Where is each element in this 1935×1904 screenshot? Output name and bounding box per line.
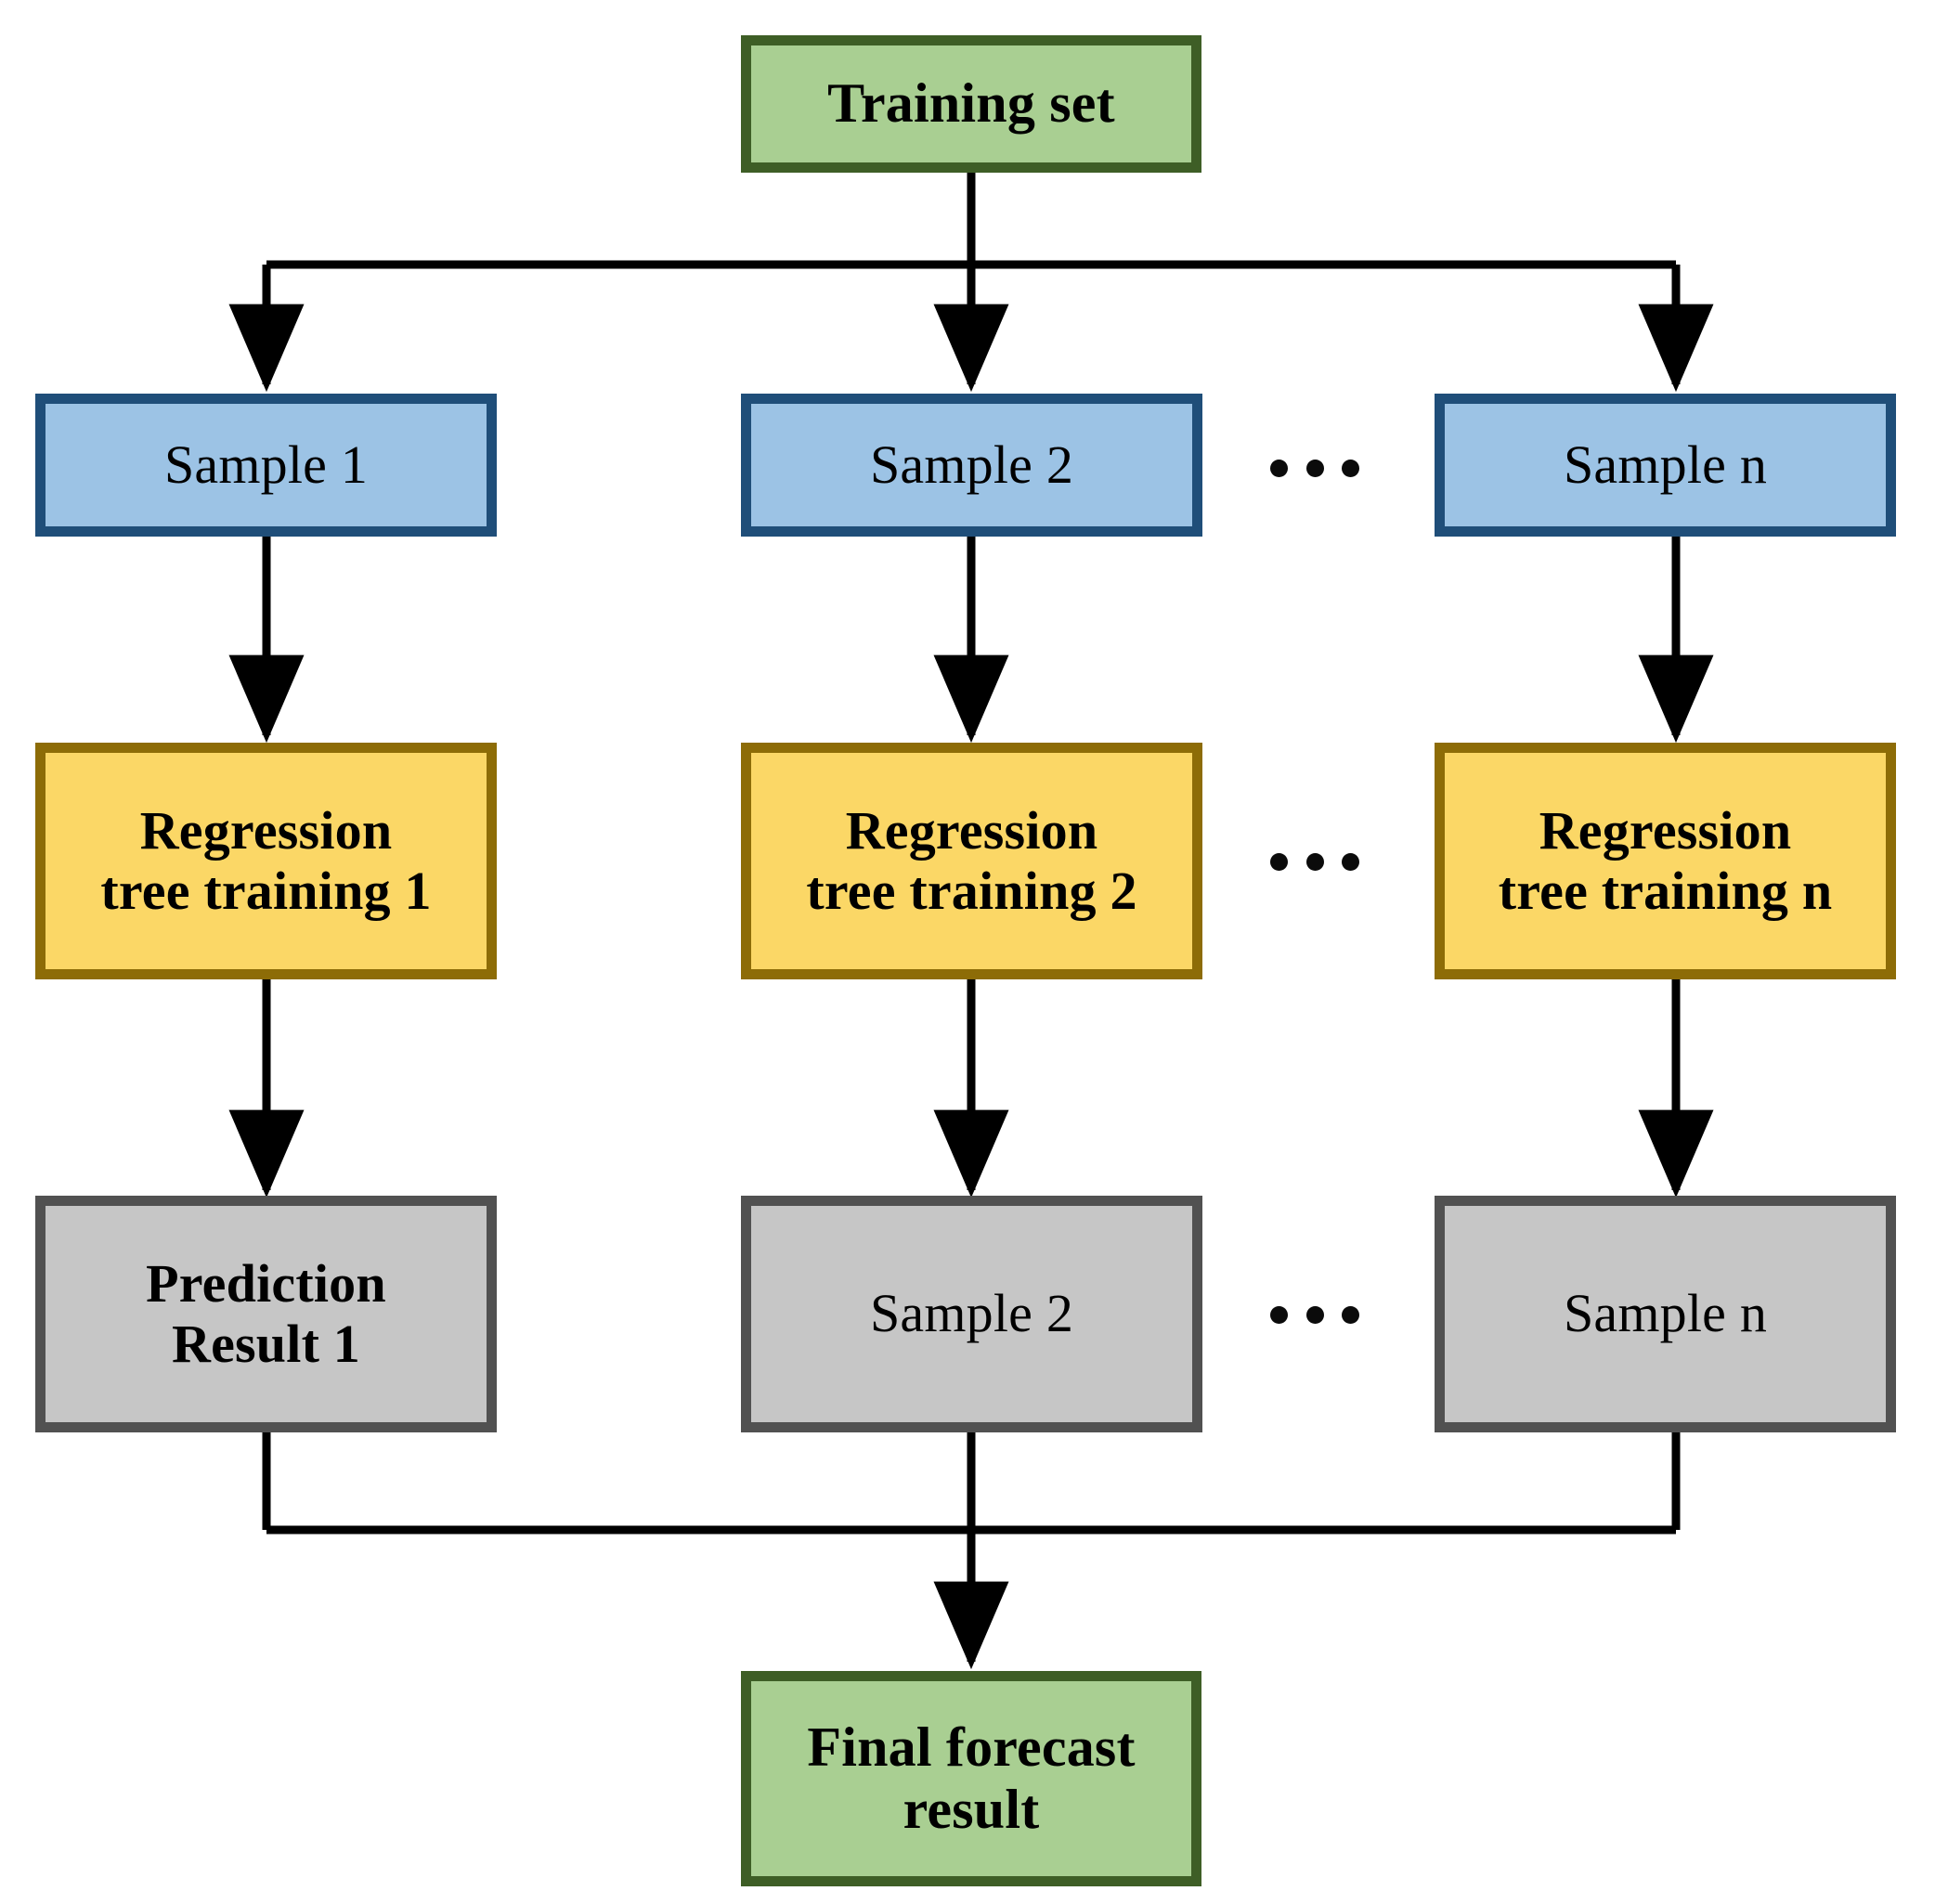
node-sample-2[interactable]: Sample 2 bbox=[741, 394, 1202, 537]
node-regression-tree-1-label: Regression tree training 1 bbox=[100, 799, 432, 921]
node-final-forecast-result[interactable]: Final forecast result bbox=[741, 1671, 1201, 1886]
ellipsis-trees-row bbox=[1270, 852, 1359, 871]
ellipsis-results-row bbox=[1270, 1305, 1359, 1324]
ellipsis-samples-row bbox=[1270, 459, 1359, 477]
node-sample-n[interactable]: Sample n bbox=[1435, 394, 1896, 537]
ellipsis-dot bbox=[1270, 459, 1288, 477]
node-prediction-result-2[interactable]: Sample 2 bbox=[741, 1196, 1202, 1432]
node-prediction-result-n-label: Sample n bbox=[1563, 1283, 1768, 1344]
ellipsis-dot bbox=[1305, 852, 1324, 871]
node-sample-1[interactable]: Sample 1 bbox=[35, 394, 497, 537]
node-sample-n-label: Sample n bbox=[1563, 434, 1768, 495]
node-training-set-label: Training set bbox=[827, 72, 1115, 135]
node-prediction-result-1-label: Prediction Result 1 bbox=[146, 1252, 386, 1374]
node-prediction-result-1[interactable]: Prediction Result 1 bbox=[35, 1196, 497, 1432]
node-regression-tree-2-label: Regression tree training 2 bbox=[806, 799, 1137, 921]
node-final-forecast-result-label: Final forecast result bbox=[807, 1716, 1136, 1840]
ellipsis-dot bbox=[1305, 1305, 1324, 1324]
node-regression-tree-n[interactable]: Regression tree training n bbox=[1435, 743, 1896, 979]
ellipsis-dot bbox=[1342, 459, 1359, 477]
node-regression-tree-n-label: Regression tree training n bbox=[1498, 799, 1833, 921]
edge-results-merge-bus bbox=[262, 1431, 1681, 1535]
ellipsis-dot bbox=[1270, 1305, 1288, 1324]
node-regression-tree-2[interactable]: Regression tree training 2 bbox=[741, 743, 1202, 979]
node-sample-1-label: Sample 1 bbox=[163, 434, 369, 495]
node-training-set[interactable]: Training set bbox=[741, 35, 1201, 173]
node-regression-tree-1[interactable]: Regression tree training 1 bbox=[35, 743, 497, 979]
ellipsis-dot bbox=[1305, 459, 1324, 477]
node-prediction-result-2-label: Sample 2 bbox=[869, 1283, 1074, 1344]
ellipsis-dot bbox=[1342, 852, 1359, 871]
ellipsis-dot bbox=[1270, 852, 1288, 871]
ellipsis-dot bbox=[1342, 1305, 1359, 1324]
node-sample-2-label: Sample 2 bbox=[869, 434, 1074, 495]
node-prediction-result-n[interactable]: Sample n bbox=[1435, 1196, 1896, 1432]
